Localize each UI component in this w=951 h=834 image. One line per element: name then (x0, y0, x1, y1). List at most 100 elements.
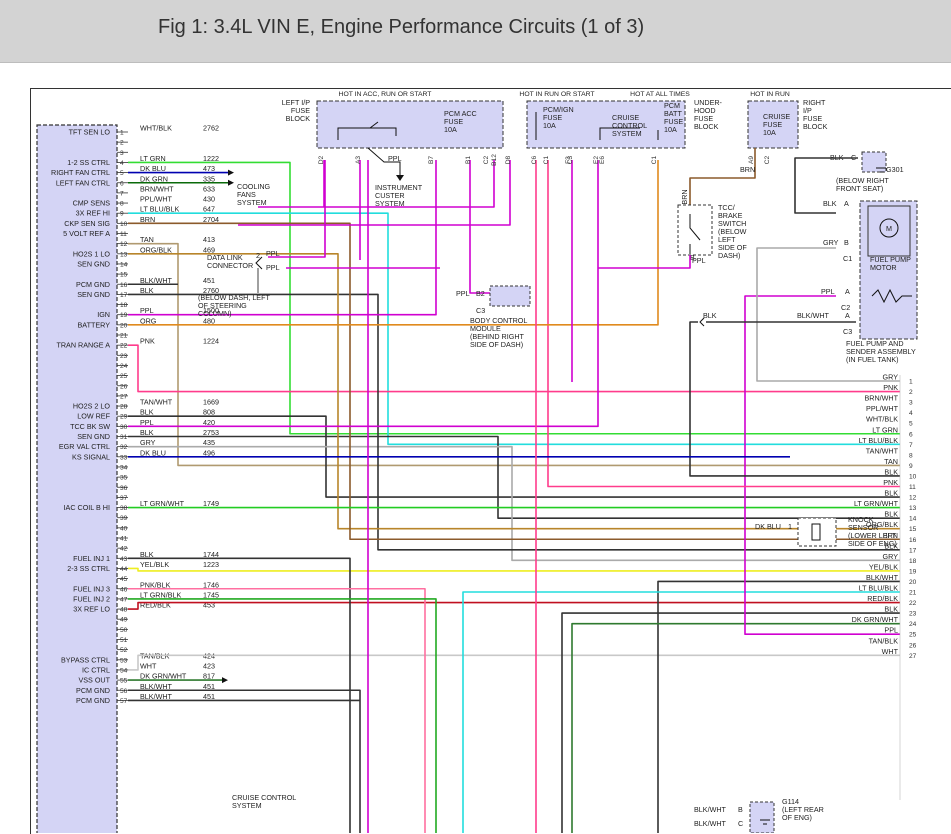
pcm-pin-function: BATTERY (78, 320, 111, 329)
pcm-pin-number: 18 (120, 302, 128, 309)
pcm-wire-color: PNK (140, 337, 155, 346)
pcm-wire-color: BLK (140, 550, 154, 559)
pcm-wire-color: ORG/BLK (140, 245, 172, 254)
pcm-circuit-number: 808 (203, 408, 215, 417)
pcm-pin-number: 42 (120, 546, 128, 553)
pcm-wire-color: BLK (140, 408, 154, 417)
fuse-pin-label: C1 (651, 155, 658, 164)
right-wire-color: GRY (883, 552, 899, 561)
connector-pin-label: C1 (843, 254, 852, 263)
dlc-location-label: COLUMN) (198, 309, 232, 318)
right-wire-color: BLK (884, 510, 898, 519)
right-ip-fuse-block-label: BLOCK (803, 122, 828, 131)
pcm-wire-color: LT GRN/BLK (140, 590, 181, 599)
right-pin-number: 16 (909, 537, 917, 544)
arrow-head (396, 175, 404, 181)
pcm-pin-function: TCC BK SW (70, 422, 110, 431)
fuse-pin-label: C2 (483, 155, 490, 164)
pcm-circuit-number: 1222 (203, 154, 219, 163)
motor-symbol: M (886, 224, 892, 233)
pcm-pin-number: 27 (120, 393, 128, 400)
pcm-wire-color: DK GRN (140, 174, 168, 183)
pcm-pin-number: 47 (120, 596, 128, 603)
pcm-pin-function: SEN GND (77, 290, 110, 299)
pcm-wire-color: ORG (140, 316, 157, 325)
pcm-pin-number: 6 (120, 180, 124, 187)
right-wire-color: PPL (884, 626, 898, 635)
hot-label: HOT IN ACC, RUN OR START (339, 91, 432, 98)
right-pin-number: 1 (909, 379, 913, 386)
pcm-pin-function: LEFT FAN CTRL (56, 178, 110, 187)
right-pin-number: 26 (909, 642, 917, 649)
pcm-pin-number: 22 (120, 343, 128, 350)
right-pin-number: 13 (909, 505, 917, 512)
pcm-pin-number: 4 (120, 160, 124, 167)
pcm-pin-function: PCM GND (76, 280, 110, 289)
wire-color-label: BRN (680, 189, 689, 204)
right-pin-number: 25 (909, 632, 917, 639)
pcm-wire-color: PPL/WHT (140, 195, 173, 204)
pcm-pin-function: EGR VAL CTRL (59, 442, 110, 451)
wire-color-label: PPL (692, 256, 706, 265)
fuse-pin-label: B12 (491, 154, 498, 166)
right-pin-number: 22 (909, 600, 917, 607)
pcm-pin-number: 40 (120, 525, 128, 532)
pcm-circuit-number: 1223 (203, 560, 219, 569)
left-ip-fuse-block-label: BLOCK (286, 114, 311, 123)
harness-wire (128, 568, 900, 570)
fuse-pin-label: A3 (355, 156, 362, 164)
arrow-head (228, 180, 234, 186)
pcm-pin-number: 21 (120, 333, 128, 340)
pcm-circuit-number: 423 (203, 661, 215, 670)
right-wire-color: LT BLU/BLK (859, 584, 898, 593)
wire-color-label: BLK/WHT (694, 805, 727, 814)
wire-color-label: BLK (703, 311, 717, 320)
harness-wire (128, 447, 900, 561)
pcm-pin-function: CMP SENS (73, 199, 111, 208)
fuse-pin-label: D8 (505, 155, 512, 164)
pcm-pin-number: 3 (120, 150, 124, 157)
right-wire-color: BLK (884, 467, 898, 476)
right-pin-number: 19 (909, 568, 917, 575)
right-pin-number: 5 (909, 421, 913, 428)
pcm-pin-number: 39 (120, 515, 128, 522)
pcm-circuit-number: 1669 (203, 398, 219, 407)
wire-color-label: BLK/WHT (797, 311, 830, 320)
harness-wire (470, 160, 490, 293)
pcm-pin-number: 16 (120, 282, 128, 289)
right-pin-number: 14 (909, 516, 917, 523)
pcm-pin-function: 1-2 SS CTRL (67, 158, 110, 167)
pcm-pin-number: 19 (120, 312, 128, 319)
pcm-pin-function: FUEL INJ 1 (73, 554, 110, 563)
pcm-circuit-number: 1745 (203, 590, 219, 599)
harness-wire (128, 437, 900, 519)
pcm-pin-number: 52 (120, 647, 128, 654)
pcm-wire-color: BLK/WHT (140, 276, 173, 285)
wire-color-label: GRY (823, 238, 839, 247)
right-wire-color: BLK (884, 605, 898, 614)
pcm-pin-number: 57 (120, 698, 128, 705)
pcm-circuit-number: 420 (203, 418, 215, 427)
pcm-pin-number: 49 (120, 617, 128, 624)
pcm-pin-number: 10 (120, 221, 128, 228)
harness-wire (128, 132, 900, 423)
knock-sensor-label: SIDE OF ENG) (848, 539, 897, 548)
hot-label: HOT AT ALL TIMES (630, 91, 690, 98)
pcm-pin-function: IC CTRL (82, 665, 110, 674)
right-pin-number: 8 (909, 452, 913, 459)
pcm-pin-number: 31 (120, 434, 128, 441)
pcm-pin-function: CKP SEN SIG (64, 219, 110, 228)
right-pin-number: 3 (909, 400, 913, 407)
pcm-pin-function: PCM GND (76, 696, 110, 705)
g301-label: G301 (886, 165, 904, 174)
arrow-head (228, 170, 234, 176)
g114-connector (750, 802, 774, 833)
right-wire-color: LT GRN (872, 425, 898, 434)
pcm-pin-function: TFT SEN LO (69, 128, 111, 137)
right-pin-number: 10 (909, 473, 917, 480)
pcm-circuit-number: 2762 (203, 124, 219, 133)
pcm-pin-number: 33 (120, 454, 128, 461)
pcm-circuit-number: 435 (203, 438, 215, 447)
pcm-wire-color: BLK (140, 286, 154, 295)
pcm-circuit-number: 496 (203, 448, 215, 457)
